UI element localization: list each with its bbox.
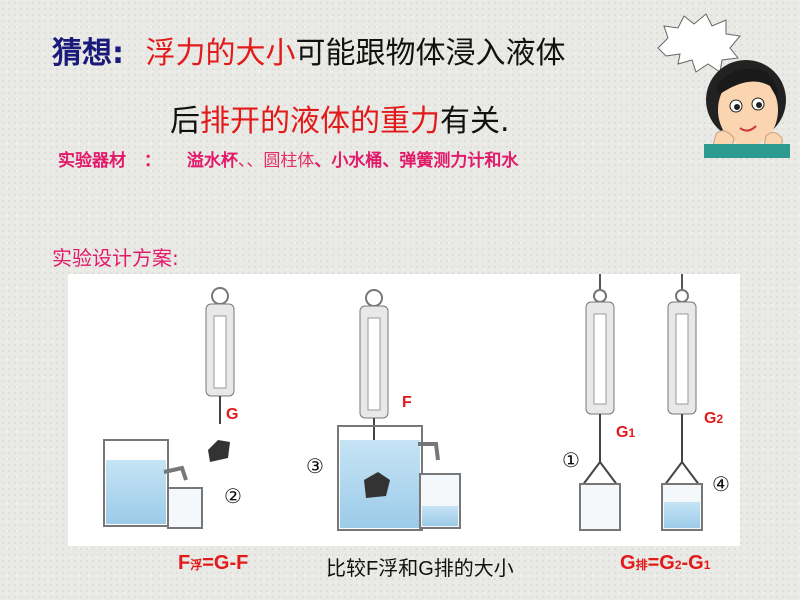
materials-sep-2: 、 — [314, 151, 332, 171]
spring-scale-3 — [579, 274, 621, 531]
small-cup-2 — [419, 473, 461, 529]
label-g: G — [226, 406, 239, 423]
title-line-1: 猜想: 浮力的大小可能跟物体浸入液体 — [52, 28, 566, 72]
materials-label: 实验器材 — [58, 151, 126, 171]
spring-scale-2 — [359, 289, 389, 470]
step-2-marker: ② — [224, 484, 242, 508]
spring-scale-1 — [205, 287, 235, 424]
label-g1: G1 — [616, 424, 636, 441]
title-line-2: 后排开的液体的重力有关. — [170, 96, 510, 140]
label-f: F — [402, 394, 412, 411]
plan-label: 实验设计方案: — [52, 246, 179, 270]
buoyancy-formula: F浮=G-F — [178, 552, 249, 574]
compare-text: 比较F浮和G排的大小 — [326, 558, 514, 580]
label-g2: G2 — [704, 410, 724, 427]
thinking-girl-image — [657, 13, 790, 158]
experiment-figure: G F G1 G2 ① ② ③ ④ — [68, 274, 740, 546]
materials-colon: ： — [143, 151, 161, 171]
step-1-marker: ① — [562, 448, 580, 472]
guess-label: 猜想: — [52, 36, 124, 71]
materials-sep-1: 、、 — [237, 151, 264, 171]
step-3-marker: ③ — [306, 454, 324, 478]
overflow-cup-1 — [103, 439, 188, 527]
spring-scale-4 — [661, 274, 703, 531]
title-line-2-start: 后 — [170, 104, 200, 139]
small-cup-1 — [167, 487, 203, 529]
materials-item-cylinder: 圆柱体 — [263, 151, 315, 171]
title-line-2-end: 有关. — [440, 104, 510, 139]
displaced-weight-formula: G排=G2-G1 — [620, 552, 711, 574]
title-line-1-rest: 可能跟物体浸入液体 — [295, 36, 566, 71]
experiment-diagram — [103, 274, 703, 531]
buoyancy-text: 浮力的大小 — [145, 36, 296, 71]
materials-item-overflow-cup: 溢水杯 — [186, 151, 238, 171]
step-4-marker: ④ — [712, 472, 730, 496]
materials-item-rest: 小水桶、弹簧测力计和水 — [331, 151, 519, 171]
materials-line: 实验器材 ： 溢水杯、、圆柱体、小水桶、弹簧测力计和水 — [58, 146, 518, 171]
displaced-weight-text: 排开的液体的重力 — [200, 104, 440, 139]
